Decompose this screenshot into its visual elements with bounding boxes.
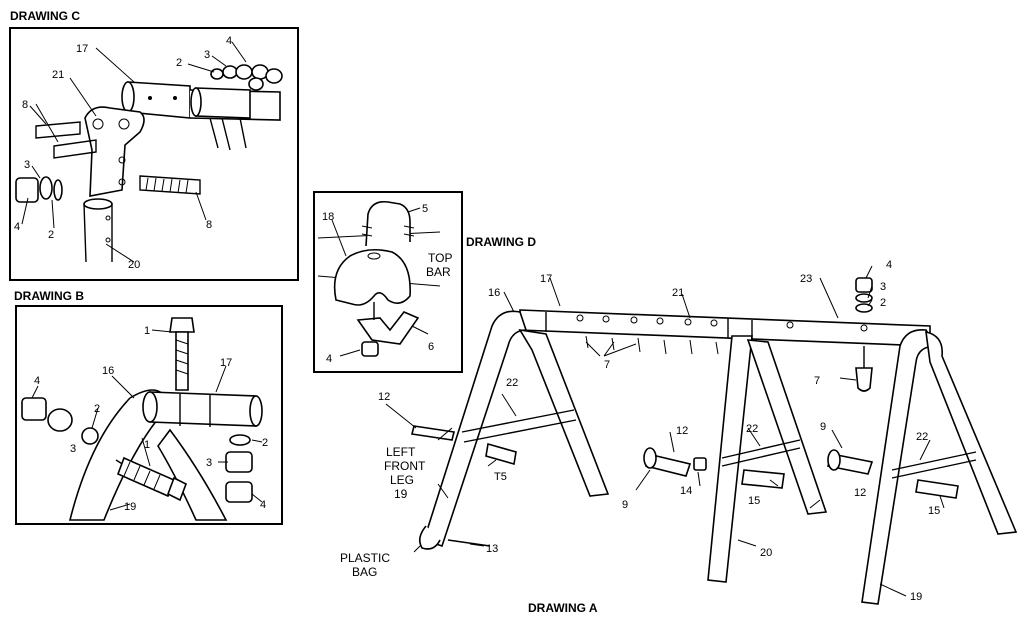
top-bar-a bbox=[519, 309, 931, 355]
label-2-c: 2 bbox=[176, 57, 182, 69]
fasteners-right-b bbox=[225, 434, 253, 503]
hook-6-d bbox=[356, 302, 420, 345]
label-21-c: 21 bbox=[52, 69, 64, 81]
label-14-a: 14 bbox=[680, 485, 692, 497]
label-left-front-leg-2: FRONT bbox=[384, 459, 426, 473]
label-22-a-mid: 22 bbox=[746, 423, 758, 435]
label-9-a-right: 9 bbox=[820, 421, 826, 433]
middle-a-frame bbox=[707, 335, 828, 583]
fasteners-left-b bbox=[21, 397, 99, 445]
nut-4-d bbox=[361, 341, 379, 357]
label-top-bar-line1: TOP bbox=[428, 251, 452, 265]
label-12-a-mid: 12 bbox=[676, 425, 688, 437]
bolts-8-c bbox=[35, 121, 201, 195]
label-4-c-left: 4 bbox=[14, 221, 20, 233]
label-3-b-right: 3 bbox=[206, 457, 212, 469]
label-12-a-right: 12 bbox=[854, 487, 866, 499]
label-left-front-leg-1: LEFT bbox=[386, 445, 416, 459]
drawing-a-panel: 16 17 21 23 4 3 2 7 7 22 12 12 22 9 22 1… bbox=[340, 259, 1018, 615]
label-17-c: 17 bbox=[76, 43, 88, 55]
drawing-d-panel: DRAWING D 18 5 4 6 TOP BAR bbox=[313, 191, 536, 373]
label-4-b-left: 4 bbox=[34, 375, 40, 387]
label-23-a: 23 bbox=[800, 273, 812, 285]
label-17-a: 17 bbox=[540, 273, 552, 285]
label-5-d: 5 bbox=[422, 203, 428, 215]
label-left-front-leg-3: LEG bbox=[390, 473, 414, 487]
drawing-d-title: DRAWING D bbox=[466, 235, 536, 249]
label-2-b-right: 2 bbox=[262, 437, 268, 449]
label-15-a-right: 15 bbox=[928, 505, 940, 517]
label-19-a: 19 bbox=[910, 591, 922, 603]
label-8-c-right: 8 bbox=[206, 219, 212, 231]
label-22-a-left: 22 bbox=[506, 377, 518, 389]
right-a-frame bbox=[861, 329, 1018, 605]
label-3-c-left: 3 bbox=[24, 159, 30, 171]
label-2-a: 2 bbox=[880, 297, 886, 309]
label-16-a: 16 bbox=[488, 287, 500, 299]
label-20-c: 20 bbox=[128, 259, 140, 271]
label-9-a-mid: 9 bbox=[622, 499, 628, 511]
drawing-b-panel: DRAWING B bbox=[14, 289, 283, 525]
left-a-frame bbox=[418, 310, 610, 550]
label-3-a: 3 bbox=[880, 281, 886, 293]
label-7-a-right: 7 bbox=[814, 375, 820, 387]
label-2-b-left: 2 bbox=[94, 403, 100, 415]
drawing-b-frame bbox=[15, 305, 283, 525]
label-plastic-bag-2: BAG bbox=[352, 565, 377, 579]
u-bolt-5-d bbox=[361, 200, 415, 247]
tube-17-b bbox=[142, 391, 263, 427]
bolt-1-angled-b bbox=[116, 456, 188, 502]
fasteners-top-c bbox=[210, 64, 283, 91]
label-1-b-bottom: 1 bbox=[144, 439, 150, 451]
bracket-18-d bbox=[333, 248, 411, 306]
tube-17-c bbox=[121, 81, 281, 121]
label-3-b-left: 3 bbox=[70, 443, 76, 455]
drawing-c-title: DRAWING C bbox=[10, 9, 80, 23]
label-22-a-right: 22 bbox=[916, 431, 928, 443]
connector-21-c bbox=[84, 106, 145, 197]
label-left-front-leg-4: 19 bbox=[394, 487, 408, 501]
drawing-d-frame bbox=[313, 191, 463, 373]
label-4-c: 4 bbox=[226, 35, 232, 47]
label-17-b: 17 bbox=[220, 357, 232, 369]
label-20-a: 20 bbox=[760, 547, 772, 559]
sleeve-c bbox=[190, 87, 251, 151]
drawing-a-title: DRAWING A bbox=[528, 601, 598, 615]
label-19-b: 19 bbox=[124, 501, 136, 513]
label-13-a: 13 bbox=[486, 543, 498, 555]
label-top-bar-line2: BAR bbox=[426, 265, 451, 279]
tube-20-c bbox=[83, 198, 113, 263]
label-4-d: 4 bbox=[326, 353, 332, 365]
hardware-a bbox=[411, 425, 959, 547]
label-12-a-left: 12 bbox=[378, 391, 390, 403]
label-8-c: 8 bbox=[22, 99, 28, 111]
drawing-c-frame bbox=[9, 27, 299, 281]
label-18-d: 18 bbox=[322, 211, 334, 223]
label-21-a: 21 bbox=[672, 287, 684, 299]
drawing-b-title: DRAWING B bbox=[14, 289, 84, 303]
label-4-a: 4 bbox=[886, 259, 892, 271]
label-6-d: 6 bbox=[428, 341, 434, 353]
label-3-c: 3 bbox=[204, 49, 210, 61]
label-15-a-mid: 15 bbox=[748, 495, 760, 507]
label-1-b-top: 1 bbox=[144, 325, 150, 337]
label-t5-a: T5 bbox=[494, 471, 507, 483]
label-4-b-right: 4 bbox=[260, 499, 266, 511]
label-plastic-bag-1: PLASTIC bbox=[340, 551, 390, 565]
drawing-c-panel: DRAWING C bbox=[9, 9, 299, 281]
fasteners-left-c bbox=[15, 176, 63, 203]
label-7-a-top: 7 bbox=[604, 359, 610, 371]
bolt-1-vertical-b bbox=[169, 317, 195, 391]
label-16-b: 16 bbox=[102, 365, 114, 377]
label-2-c-left: 2 bbox=[48, 229, 54, 241]
